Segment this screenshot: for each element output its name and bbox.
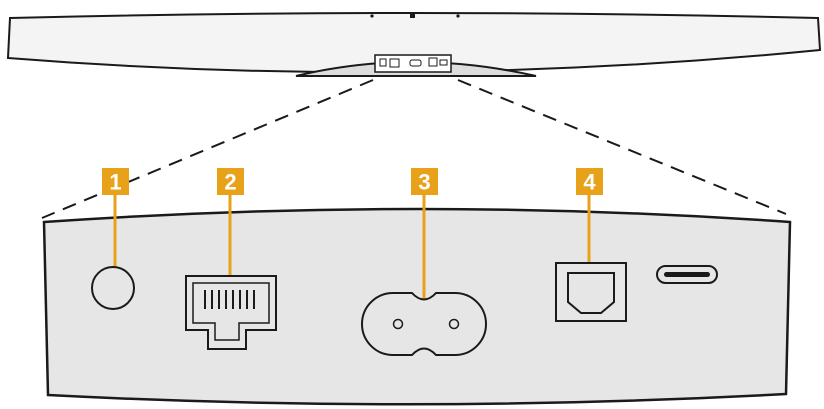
callout-1: 1 [102, 168, 129, 267]
callout-1-box [102, 168, 129, 195]
callout-2: 2 [217, 168, 244, 290]
top-indicator-dot-left [370, 14, 374, 18]
ethernet-pins [204, 290, 255, 309]
optical-inner [567, 272, 615, 314]
mini-port-5 [439, 59, 448, 66]
power-button-icon [91, 266, 135, 310]
ac-inlet-pin-left [392, 318, 404, 330]
ac-inlet-outline [361, 292, 487, 356]
ethernet-port-icon [185, 275, 277, 350]
usb-c-inner [664, 272, 710, 277]
usb-c-port-icon [656, 265, 718, 284]
callout-4-box [576, 168, 603, 195]
zoom-line-left [41, 79, 374, 219]
mini-port-2 [389, 58, 400, 68]
optical-input-icon [555, 262, 627, 322]
soundbar-body [6, 12, 822, 74]
top-indicator-dot-right [456, 14, 460, 18]
callout-2-box [217, 168, 244, 195]
ac-power-inlet-icon [361, 292, 487, 356]
ac-inlet-pin-right [448, 318, 460, 330]
zoom-line-right [457, 79, 787, 215]
callout-1-number: 1 [109, 170, 121, 195]
callout-3-number: 3 [418, 170, 430, 195]
callout-4-number: 4 [583, 170, 596, 195]
callout-3: 3 [411, 168, 438, 305]
rear-panel: 1 2 3 [42, 168, 792, 406]
mini-port-1 [379, 58, 387, 67]
ethernet-port-inner [192, 282, 270, 341]
zoom-lines [41, 79, 787, 219]
mini-port-3 [409, 59, 422, 67]
mini-port-4 [428, 57, 438, 67]
callout-2-number: 2 [224, 170, 236, 195]
soundbar-top-view [6, 12, 822, 77]
top-indicator-center [410, 14, 415, 18]
callout-3-box [411, 168, 438, 195]
